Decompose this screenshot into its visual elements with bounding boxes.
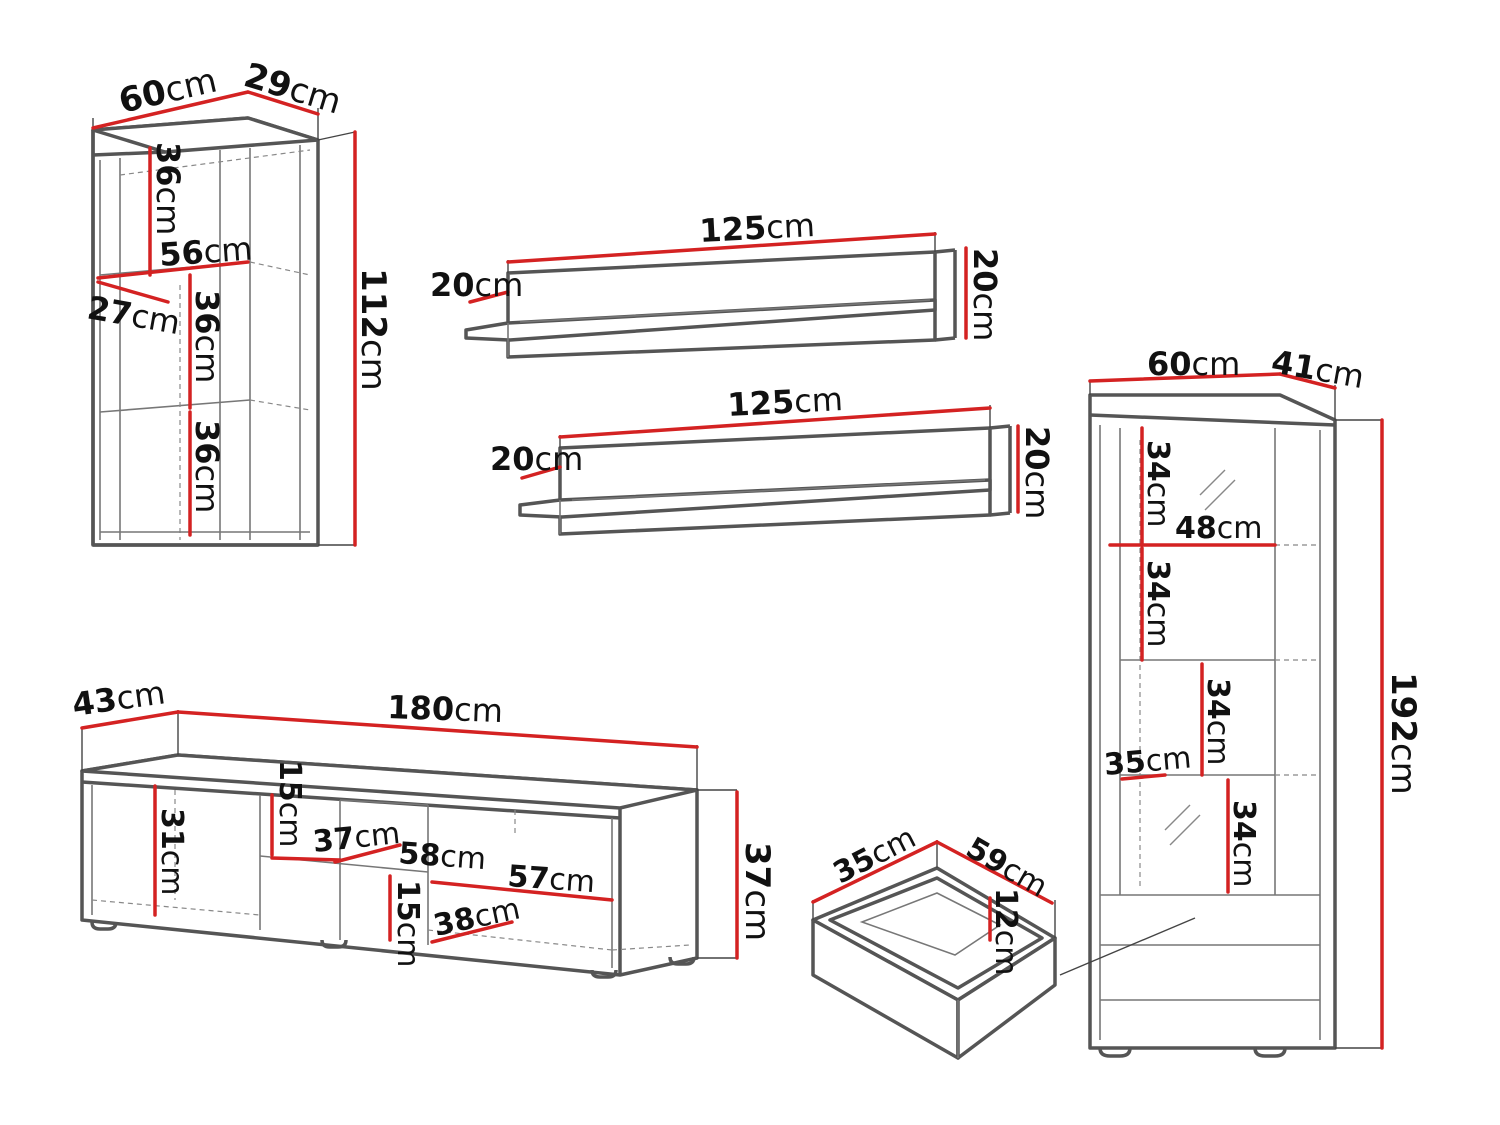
shelf-depth-label: 35cm bbox=[1103, 740, 1193, 782]
width-dimension-line bbox=[506, 232, 937, 264]
height-label: 37cm bbox=[737, 842, 777, 941]
open-shelf-depth-label: 37cm bbox=[311, 816, 402, 860]
height-label: 12cm bbox=[988, 888, 1023, 975]
shelf-depth-label: 27cm bbox=[85, 288, 183, 342]
tv-unit: 43cm 180cm 37cm 31cm 15cm 37cm 58cm 57cm… bbox=[70, 673, 777, 979]
open-upper-label: 15cm bbox=[272, 760, 307, 847]
width-label: 125cm bbox=[698, 206, 815, 250]
height-label: 192cm bbox=[1383, 672, 1423, 795]
shelf-upper: 125cm 20cm 20cm bbox=[430, 206, 1004, 359]
depth-label: 43cm bbox=[70, 673, 168, 724]
compartment-2-label: 34cm bbox=[1140, 560, 1175, 647]
width-dimension-line bbox=[811, 840, 939, 904]
width-dimension-line bbox=[91, 90, 250, 130]
shelf-middle-label: 36cm bbox=[188, 290, 226, 383]
width-label: 180cm bbox=[387, 688, 504, 730]
open-lower-label: 15cm bbox=[390, 880, 425, 967]
shelf-width-dimension-line bbox=[96, 260, 250, 280]
width-dimension-line bbox=[558, 406, 992, 439]
depth-label: 20cm bbox=[490, 440, 583, 478]
shelf-width-label: 48cm bbox=[1175, 511, 1262, 546]
depth-label: 41cm bbox=[1269, 342, 1367, 396]
width-label: 125cm bbox=[726, 380, 843, 424]
depth-label: 20cm bbox=[430, 266, 523, 304]
width-dimension-line bbox=[1088, 372, 1282, 383]
height-label: 20cm bbox=[966, 248, 1004, 341]
wall-cabinet: 60cm 29cm 112cm 36cm 56cm 27cm 36cm 36cm bbox=[85, 55, 393, 547]
open-width-dimension-line bbox=[333, 843, 402, 864]
inner-height-label: 31cm bbox=[154, 808, 189, 895]
shelf-width-label: 56cm bbox=[158, 230, 254, 274]
depth-dimension-line bbox=[520, 465, 562, 480]
width-dimension-line bbox=[176, 710, 699, 749]
open-shelf-depth-dimension-line bbox=[270, 856, 342, 862]
compartment-width-label: 57cm bbox=[506, 859, 596, 900]
shelf-depth-dimension-line bbox=[96, 280, 170, 304]
height-label: 112cm bbox=[353, 268, 393, 391]
open-width-label: 58cm bbox=[397, 836, 487, 877]
depth-dimension-line bbox=[1278, 372, 1337, 390]
depth-dimension-line bbox=[468, 290, 510, 304]
compartment-1-label: 34cm bbox=[1140, 440, 1175, 527]
shelf-top-label: 36cm bbox=[149, 142, 187, 235]
shelf-lower: 125cm 20cm 20cm bbox=[490, 380, 1056, 536]
drawer: 35cm 59cm 12cm bbox=[811, 820, 1057, 1060]
compartment-4-label: 34cm bbox=[1226, 800, 1261, 887]
width-label: 60cm bbox=[1147, 345, 1240, 383]
compartment-width-dimension-line bbox=[430, 880, 614, 902]
depth-dimension-line bbox=[246, 90, 320, 116]
shelf-depth-dimension-line bbox=[1120, 773, 1167, 781]
shelf-bottom-label: 36cm bbox=[188, 420, 226, 513]
compartment-3-label: 34cm bbox=[1200, 678, 1235, 765]
width-label: 60cm bbox=[115, 60, 221, 121]
height-label: 20cm bbox=[1018, 426, 1056, 519]
tall-cabinet: 60cm 41cm 192cm 34cm 48cm 34cm 34cm 35cm… bbox=[1059, 342, 1423, 1058]
depth-dimension-line bbox=[80, 710, 180, 730]
inner-depth-dimension-line bbox=[430, 920, 514, 944]
depth-dimension-line bbox=[935, 840, 1054, 905]
depth-label: 29cm bbox=[239, 55, 346, 122]
